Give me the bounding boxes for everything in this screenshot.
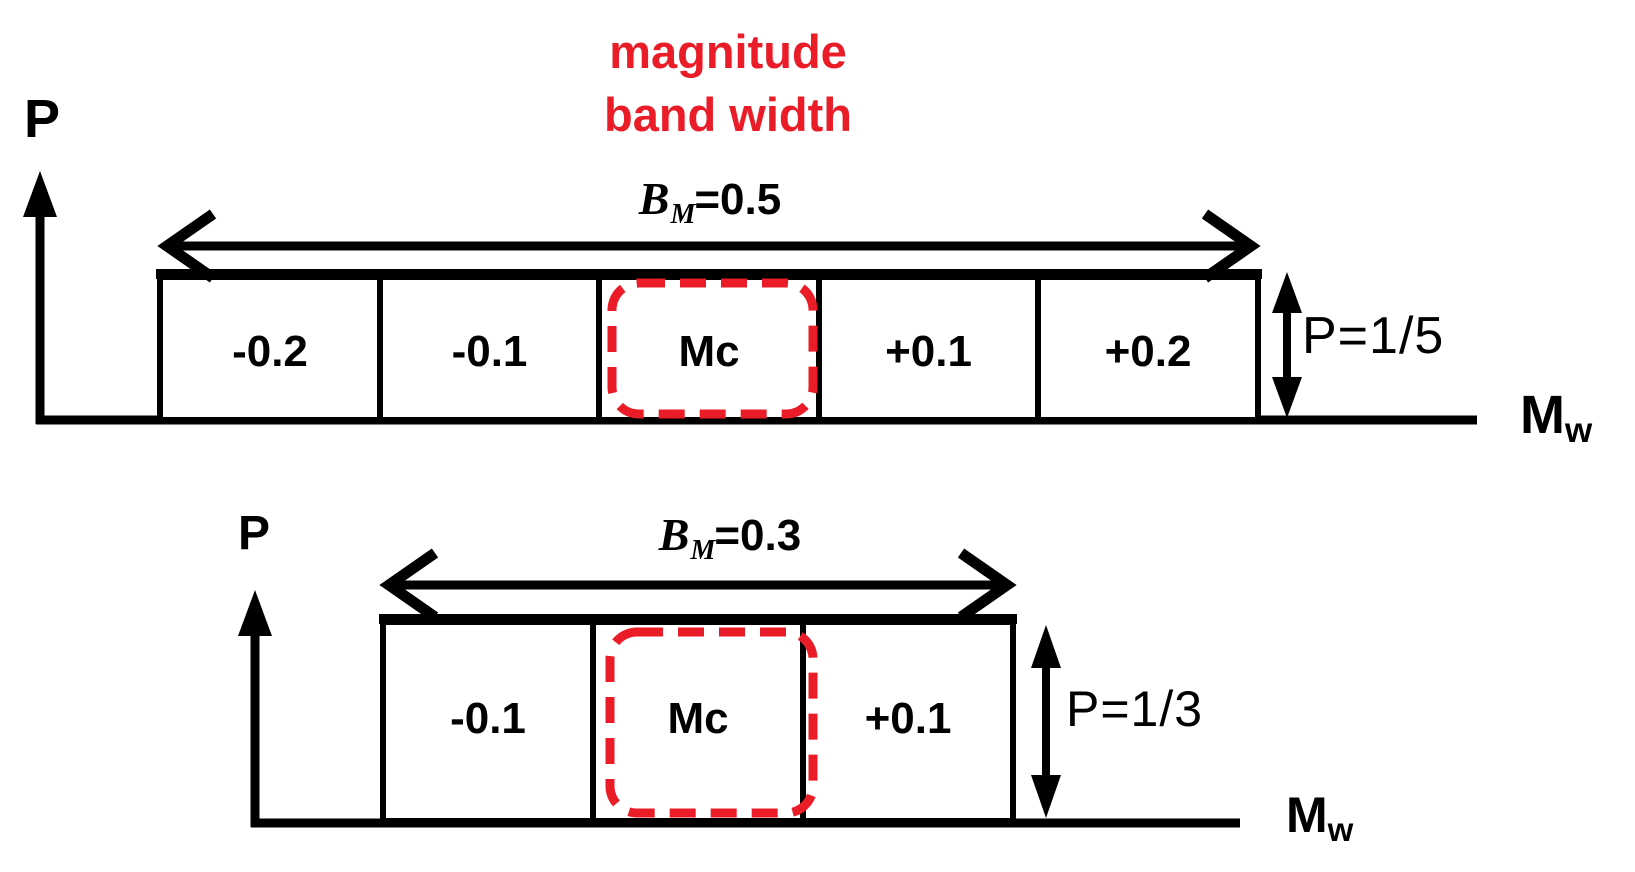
top-x-axis-label: Mw bbox=[1520, 385, 1592, 448]
bottom-bin-label: -0.1 bbox=[450, 694, 526, 743]
bottom-x-axis-label: Mw bbox=[1286, 787, 1353, 846]
top-bandwidth-number: =0.5 bbox=[694, 175, 782, 224]
top-bin-label: +0.2 bbox=[1104, 327, 1192, 376]
bottom-bandwidth-value-label: BM=0.3 bbox=[580, 509, 880, 565]
bottom-bandwidth-symbol: B bbox=[658, 509, 690, 560]
top-x-axis-letter: M bbox=[1520, 385, 1565, 445]
top-bandwidth-arrowhead-right-icon bbox=[1201, 209, 1261, 283]
bottom-y-axis-label: P bbox=[238, 507, 271, 560]
bottom-y-axis-arrowhead-icon bbox=[238, 590, 272, 636]
top-probability-arrowhead-down-icon bbox=[1272, 377, 1302, 418]
bottom-probability-label: P=1/3 bbox=[1066, 681, 1204, 737]
top-bin-cell bbox=[596, 274, 822, 423]
bottom-bin-cell bbox=[380, 619, 596, 824]
bottom-bandwidth-number: =0.3 bbox=[714, 511, 802, 560]
bottom-mc-highlight-box bbox=[605, 627, 818, 818]
top-y-axis-arrowhead-icon bbox=[23, 171, 57, 217]
top-probability-arrowhead-up-icon bbox=[1272, 272, 1302, 313]
top-bandwidth-symbol: B bbox=[638, 173, 670, 224]
bottom-bin-label: +0.1 bbox=[864, 694, 952, 743]
top-bin-cell bbox=[157, 274, 383, 423]
bottom-bin-cell bbox=[800, 619, 1016, 824]
top-bin-label: +0.1 bbox=[885, 327, 972, 376]
top-bin-label-mc: Mc bbox=[678, 327, 740, 376]
top-mc-highlight-box bbox=[607, 278, 818, 419]
top-bin-label: -0.2 bbox=[232, 327, 308, 376]
magnitude-band-width-title-line1: magnitude bbox=[609, 25, 847, 78]
top-probability-label: P=1/5 bbox=[1302, 307, 1445, 365]
bottom-bandwidth-subscript: M bbox=[690, 535, 716, 566]
top-bandwidth-value-label: BM=0.5 bbox=[560, 173, 860, 229]
bottom-x-axis-subscript: w bbox=[1327, 811, 1354, 848]
top-bandwidth-arrowhead-left-icon bbox=[157, 209, 217, 283]
bottom-probability-arrowhead-down-icon bbox=[1031, 775, 1061, 818]
top-bin-cell bbox=[816, 274, 1041, 423]
bottom-bandwidth-arrowhead-right-icon bbox=[957, 548, 1017, 622]
bottom-bandwidth-arrowhead-left-icon bbox=[379, 548, 439, 622]
bottom-bin-label-mc: Mc bbox=[667, 694, 729, 743]
top-bin-label: -0.1 bbox=[451, 327, 528, 376]
top-x-axis-subscript: w bbox=[1564, 411, 1593, 450]
bottom-bin-cell bbox=[590, 619, 806, 824]
top-y-axis-label: P bbox=[24, 89, 61, 149]
magnitude-band-width-title-line2: band width bbox=[603, 88, 852, 141]
bottom-probability-arrowhead-up-icon bbox=[1031, 625, 1061, 668]
bottom-x-axis-letter: M bbox=[1286, 787, 1328, 843]
top-bandwidth-subscript: M bbox=[670, 199, 696, 230]
